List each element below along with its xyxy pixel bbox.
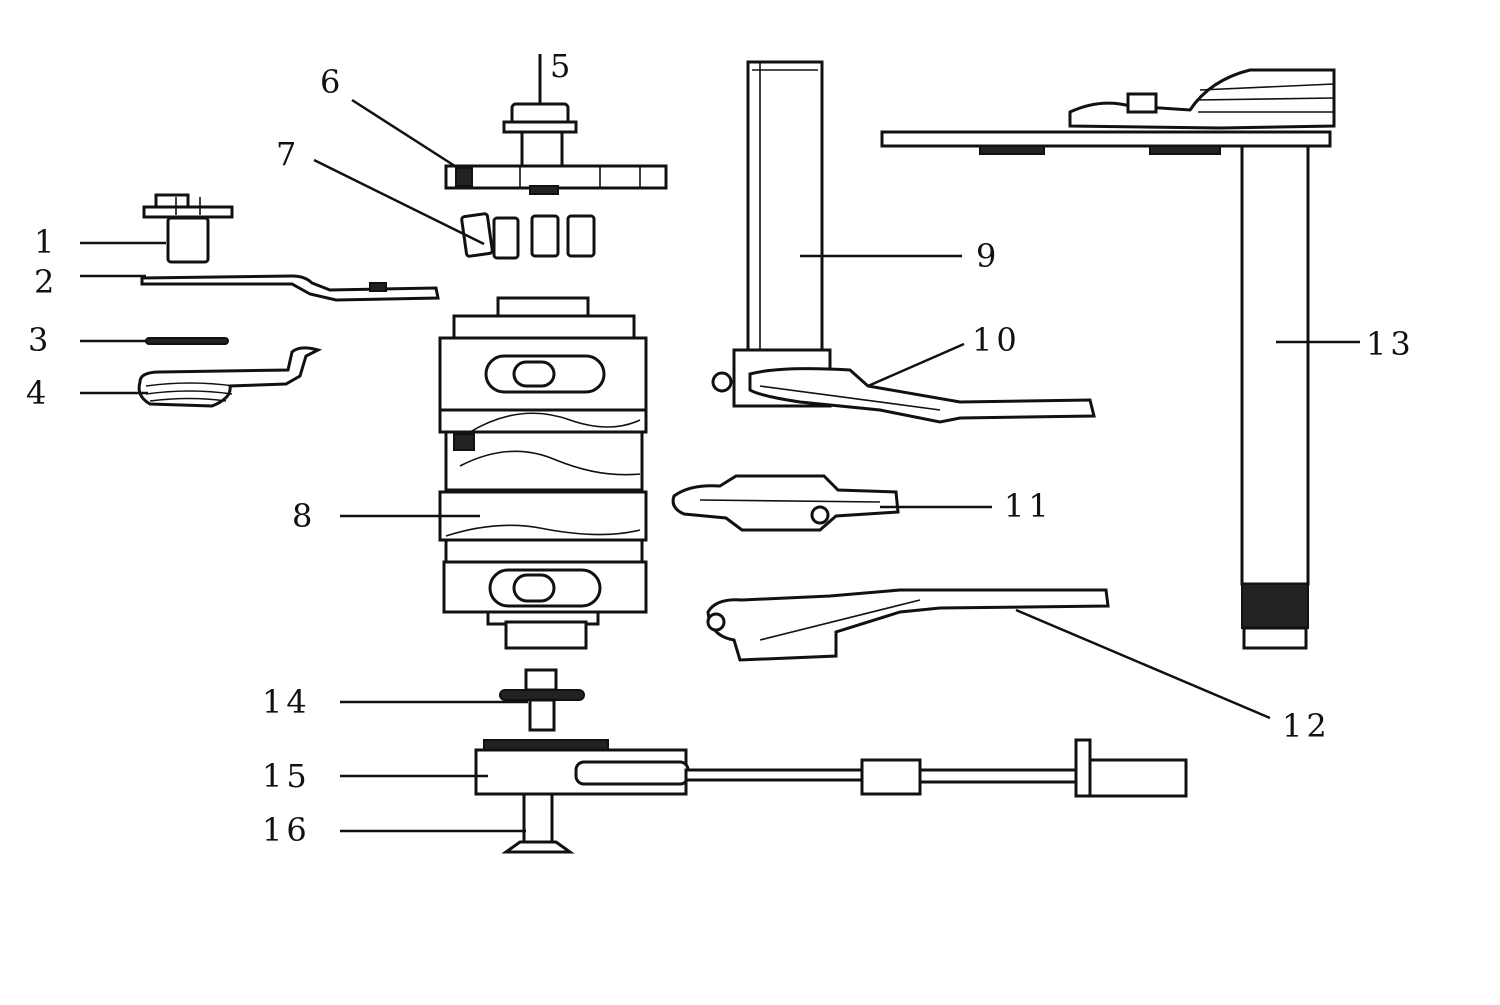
callout-9: 9 (976, 237, 1001, 275)
part-14-bolt (499, 668, 585, 732)
part-2-link-plate (140, 274, 440, 302)
part-16-pin (501, 792, 575, 854)
part-13-shaft-assembly (880, 68, 1336, 650)
part-1-bolt (142, 193, 234, 264)
callout-11: 11 (1004, 487, 1053, 525)
part-5-bolt (502, 54, 578, 170)
callout-3: 3 (28, 321, 53, 359)
leader-6 (351, 98, 459, 170)
part-11-shift-fork (671, 474, 900, 532)
part-6-plate (444, 164, 668, 195)
leader-12 (1015, 608, 1271, 720)
leader-7 (313, 158, 485, 246)
part-15-lever (474, 738, 1188, 798)
callout-8: 8 (292, 497, 317, 535)
leader-lines (80, 98, 1360, 833)
callout-12: 12 (1282, 707, 1331, 745)
part-4-spring (137, 346, 323, 408)
callout-1: 1 (34, 223, 59, 261)
callout-6: 6 (320, 63, 345, 101)
callout-15: 15 (262, 757, 311, 795)
part-8-shift-drum (438, 296, 648, 650)
callout-13: 13 (1366, 325, 1415, 363)
callout-2: 2 (34, 263, 59, 301)
callout-7: 7 (276, 135, 301, 173)
callout-16: 16 (262, 811, 311, 849)
part-10-shift-fork (711, 348, 1096, 424)
part-12-shift-fork (706, 588, 1110, 662)
part-3-washer (145, 337, 229, 345)
callout-5: 5 (550, 47, 575, 85)
part-7-pins (460, 212, 596, 260)
callout-4: 4 (26, 374, 51, 412)
part-9-shaft (746, 60, 824, 354)
callout-14: 14 (262, 683, 311, 721)
leader-10 (867, 342, 965, 388)
callout-10: 10 (972, 321, 1021, 359)
